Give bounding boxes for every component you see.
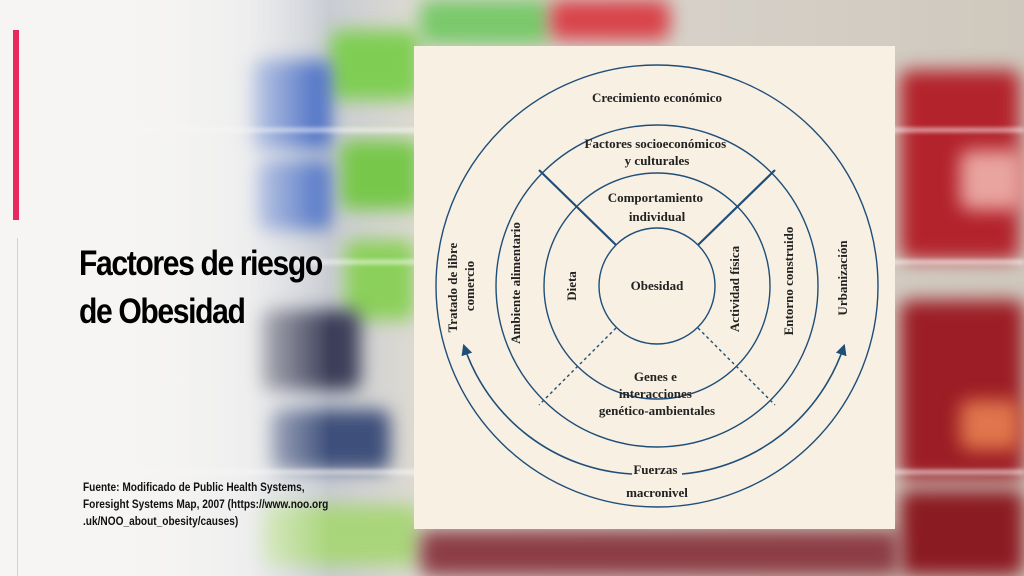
concentric-circle-diagram: Crecimiento económico Tratado de libre c… [435, 64, 879, 508]
slide-title: Factores de riesgo de Obesidad [79, 240, 337, 336]
label-tratado-libre-comercio: Tratado de libre comercio [445, 239, 477, 332]
source-line-3: .uk/NOO_about_obesity/causes) [83, 516, 239, 528]
macro-forces-arrow-left [461, 343, 633, 475]
label-fuerzas-macronivel: Fuerzas macronivel [626, 462, 688, 500]
label-comportamiento-individual: Comportamiento individual [608, 190, 707, 224]
label-dieta: Dieta [564, 271, 579, 301]
obesity-risk-diagram: Crecimiento económico Tratado de libre c… [414, 46, 895, 529]
divider-bottom-left [538, 327, 617, 406]
label-ambiente-alimentario: Ambiente alimentario [508, 222, 523, 344]
label-genes-interacciones: Genes e interacciones genético-ambiental… [599, 369, 715, 418]
label-crecimiento-economico: Crecimiento económico [592, 90, 722, 105]
label-actividad-fisica: Actividad física [727, 245, 742, 332]
accent-bar [13, 30, 19, 220]
label-urbanizacion: Urbanización [835, 240, 850, 316]
source-line-2: Foresight Systems Map, 2007 (https://www… [83, 499, 329, 511]
slide-title-line-2: de Obesidad [79, 292, 246, 331]
label-obesidad: Obesidad [631, 278, 685, 293]
slide-title-line-1: Factores de riesgo [79, 244, 323, 283]
divider-top-left [538, 169, 617, 246]
divider-line [17, 238, 18, 576]
middle-ring [495, 124, 819, 448]
outer-ring [435, 64, 879, 508]
inner-ring [543, 172, 771, 400]
label-factores-socioeconomicos: Factores socioeconómicos y culturales [585, 136, 730, 168]
label-entorno-construido: Entorno construido [781, 227, 796, 336]
center-circle [598, 227, 716, 345]
divider-top-right [697, 169, 776, 246]
source-line-1: Fuente: Modificado de Public Health Syst… [83, 482, 305, 494]
source-citation: Fuente: Modificado de Public Health Syst… [83, 480, 338, 531]
macro-forces-arrow-right [681, 343, 847, 475]
divider-bottom-right [697, 327, 776, 406]
